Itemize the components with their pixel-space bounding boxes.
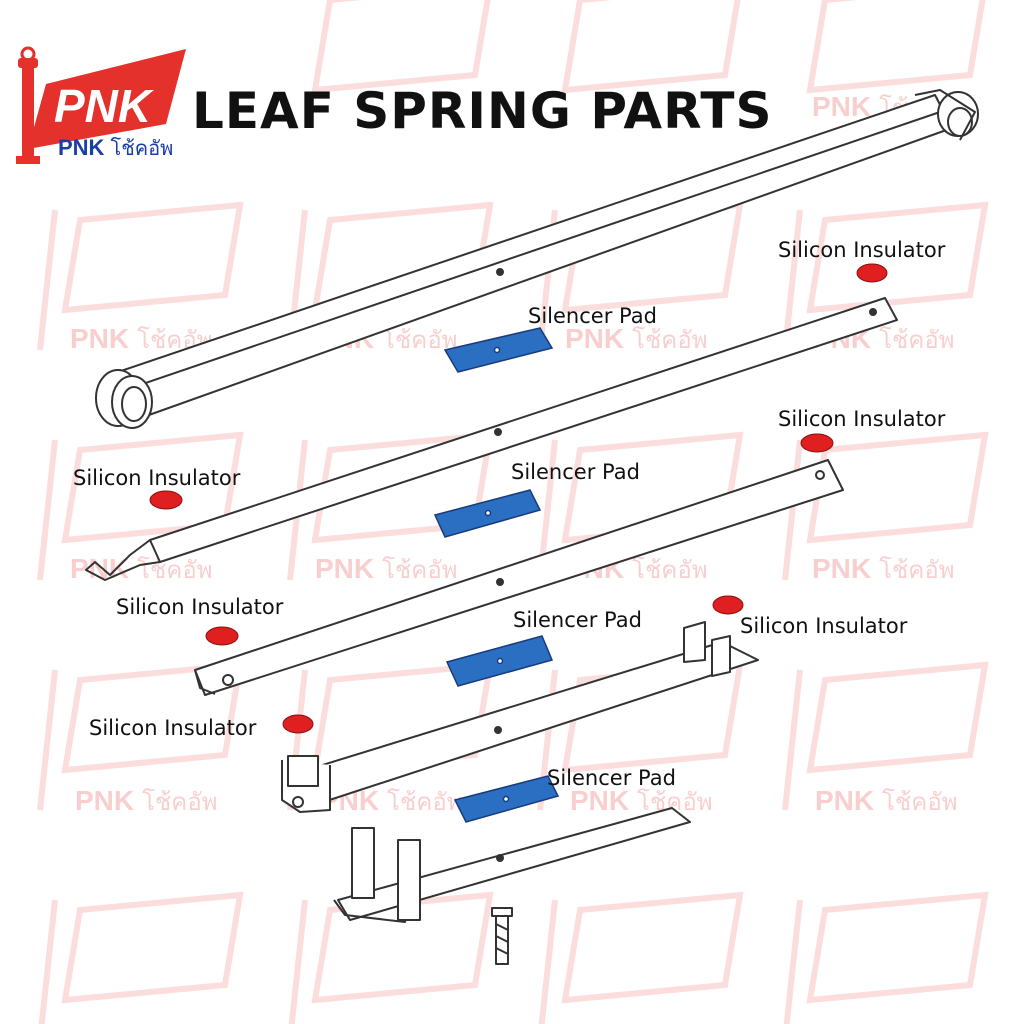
leaf-3 [194, 459, 844, 696]
logo-text: PNK [54, 80, 154, 132]
leaf-2 [85, 297, 898, 581]
silicon-insulator-1 [856, 263, 888, 283]
silencer-pad-hole [502, 795, 510, 803]
label-silencer-pad: Silencer Pad [513, 608, 642, 632]
silicon-insulator-5 [712, 595, 744, 615]
label-silicon-insulator: Silicon Insulator [116, 595, 284, 619]
label-silencer-pad: Silencer Pad [547, 766, 676, 790]
center-bolt [491, 907, 513, 965]
silencer-pad-hole [493, 346, 501, 354]
leaf-4 [281, 621, 759, 813]
silencer-pad-hole [496, 657, 504, 665]
silicon-insulator-2 [800, 433, 834, 453]
silencer-pad-hole [484, 509, 492, 517]
silicon-insulator-6 [282, 714, 314, 734]
silicon-insulator-3 [149, 490, 183, 510]
main-leaf [95, 89, 979, 429]
label-silicon-insulator: Silicon Insulator [740, 614, 908, 638]
label-silencer-pad: Silencer Pad [528, 304, 657, 328]
label-silicon-insulator: Silicon Insulator [778, 238, 946, 262]
pnk-logo: PNK [16, 46, 186, 164]
label-silicon-insulator: Silicon Insulator [73, 466, 241, 490]
page-title: LEAF SPRING PARTS [192, 82, 773, 140]
label-silicon-insulator: Silicon Insulator [778, 407, 946, 431]
leaf-5 [333, 807, 691, 923]
silicon-insulator-4 [205, 626, 239, 646]
label-silencer-pad: Silencer Pad [511, 460, 640, 484]
logo-flag [28, 49, 186, 149]
label-silicon-insulator: Silicon Insulator [89, 716, 257, 740]
